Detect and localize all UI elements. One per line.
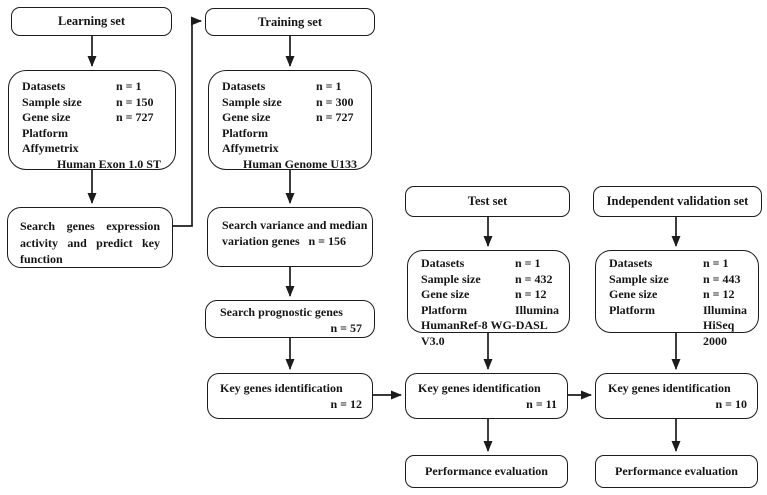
dataset-row: Datasets n = 1 [222, 79, 371, 95]
validation-set-title: Independent validation set [606, 194, 749, 208]
platform-detail: HumanRef-8 WG-DASL V3.0 [421, 318, 548, 348]
platform-detail: HiSeq 2000 [703, 318, 735, 348]
dataset-row: Datasets n = 1 [609, 256, 758, 272]
row-value: n = 727 [316, 110, 354, 124]
search-variance-count: n = 156 [308, 234, 346, 248]
search-prognostic-label: Search prognostic genes [220, 305, 343, 319]
row-value: n = 1 [316, 79, 342, 93]
row-value [116, 141, 175, 157]
key-genes-count: n = 11 [526, 396, 557, 411]
dataset-row: HiSeq 2000 [609, 318, 758, 349]
training-set-title: Training set [257, 14, 322, 29]
dataset-row: Datasets n = 1 [421, 256, 569, 272]
row-label: Gene size [421, 287, 470, 301]
row-value: n = 432 [515, 271, 553, 286]
row-label: Datasets [609, 256, 653, 270]
dataset-row: Platform [22, 126, 175, 142]
key-genes-count: n = 10 [715, 396, 747, 411]
row-label: Sample size [22, 94, 82, 109]
performance-evaluation-label: Performance evaluation [425, 464, 548, 478]
row-label: Sample size [222, 94, 282, 109]
dataset-row: Gene size n = 12 [609, 287, 758, 303]
row-label: Platform [22, 125, 68, 140]
row-value [316, 141, 371, 157]
training-dataset-box: Datasets n = 1 Sample size n = 300 Gene … [208, 70, 372, 171]
learning-set-title: Learning set [57, 14, 125, 28]
row-label: Sample size [609, 271, 669, 286]
performance-evaluation-box-validation: Performance evaluation [595, 455, 758, 488]
learning-set-header: Learning set [11, 7, 172, 36]
row-label: Gene size [609, 287, 658, 301]
search-variance-line1: Search variance and median [222, 218, 368, 232]
key-genes-count: n = 12 [330, 396, 362, 411]
connector-search-genes-to-training-header [173, 16, 202, 227]
dataset-row: Datasets n = 1 [22, 79, 175, 95]
row-value: Illumina [515, 302, 560, 317]
dataset-row: Affymetrix [222, 141, 371, 157]
dataset-row: Platform Illumina [421, 303, 569, 319]
row-value: n = 150 [116, 94, 154, 109]
search-prognostic-count: n = 57 [330, 320, 362, 335]
row-label: Gene size [22, 110, 71, 124]
key-genes-label: Key genes identification [418, 381, 541, 395]
learning-dataset-box: Datasets n = 1 Sample size n = 150 Gene … [8, 70, 176, 171]
search-genes-box: Search genes expression activity and pre… [7, 207, 173, 268]
row-value: n = 1 [116, 79, 142, 93]
row-label: Platform [222, 125, 268, 140]
platform-detail: Human Genome U133 [243, 156, 357, 171]
row-value: Illumina [703, 302, 748, 317]
dataset-row: Gene size n = 12 [421, 287, 569, 303]
key-genes-label: Key genes identification [220, 381, 343, 395]
dataset-row: Gene size n = 727 [222, 110, 371, 126]
platform-detail: Human Exon 1.0 ST [56, 156, 161, 171]
dataset-row: Affymetrix [22, 141, 175, 157]
row-label [609, 318, 703, 349]
search-variance-line2: variation genes n = 156 [222, 233, 372, 249]
dataset-row: Platform [222, 126, 371, 142]
row-label: Affymetrix [22, 141, 79, 155]
dataset-row: Platform Illumina [609, 303, 758, 319]
dataset-row: Sample size n = 443 [609, 272, 758, 288]
training-set-header: Training set [205, 8, 375, 36]
test-set-header: Test set [405, 186, 570, 217]
dataset-row: Gene size n = 727 [22, 110, 175, 126]
row-value: n = 12 [515, 287, 547, 301]
validation-set-header: Independent validation set [593, 186, 762, 217]
test-set-title: Test set [467, 194, 508, 208]
dataset-row: Sample size n = 432 [421, 272, 569, 288]
row-label: Datasets [22, 79, 66, 93]
row-label: Datasets [222, 79, 266, 93]
row-value [316, 126, 371, 142]
row-label: Sample size [421, 271, 481, 286]
search-prognostic-box: Search prognostic genes n = 57 [205, 300, 375, 338]
row-value: n = 300 [316, 94, 354, 109]
row-value [116, 126, 175, 142]
row-label: Affymetrix [222, 141, 279, 155]
row-label: Gene size [222, 110, 271, 124]
key-genes-box-10: Key genes identification n = 10 [595, 373, 758, 419]
key-genes-box-11: Key genes identification n = 11 [405, 373, 568, 419]
validation-dataset-box: Datasets n = 1 Sample size n = 443 Gene … [595, 250, 759, 348]
search-variance-label: variation genes [222, 234, 300, 248]
row-label: Datasets [421, 256, 465, 270]
dataset-row: Sample size n = 150 [22, 95, 175, 111]
row-label: Platform [609, 302, 655, 317]
row-label: Platform [421, 302, 467, 317]
search-variance-box: Search variance and median variation gen… [207, 207, 373, 267]
row-value: n = 443 [703, 271, 741, 286]
test-dataset-box: Datasets n = 1 Sample size n = 432 Gene … [407, 250, 570, 348]
performance-evaluation-label: Performance evaluation [615, 464, 738, 478]
key-genes-box-12: Key genes identification n = 12 [207, 373, 373, 419]
dataset-row: Sample size n = 300 [222, 95, 371, 111]
row-value: n = 12 [703, 287, 735, 301]
performance-evaluation-box-test: Performance evaluation [405, 455, 568, 488]
row-value: n = 727 [116, 110, 154, 124]
row-value: n = 1 [515, 256, 541, 270]
key-genes-label: Key genes identification [608, 381, 731, 395]
row-value: n = 1 [703, 256, 729, 270]
